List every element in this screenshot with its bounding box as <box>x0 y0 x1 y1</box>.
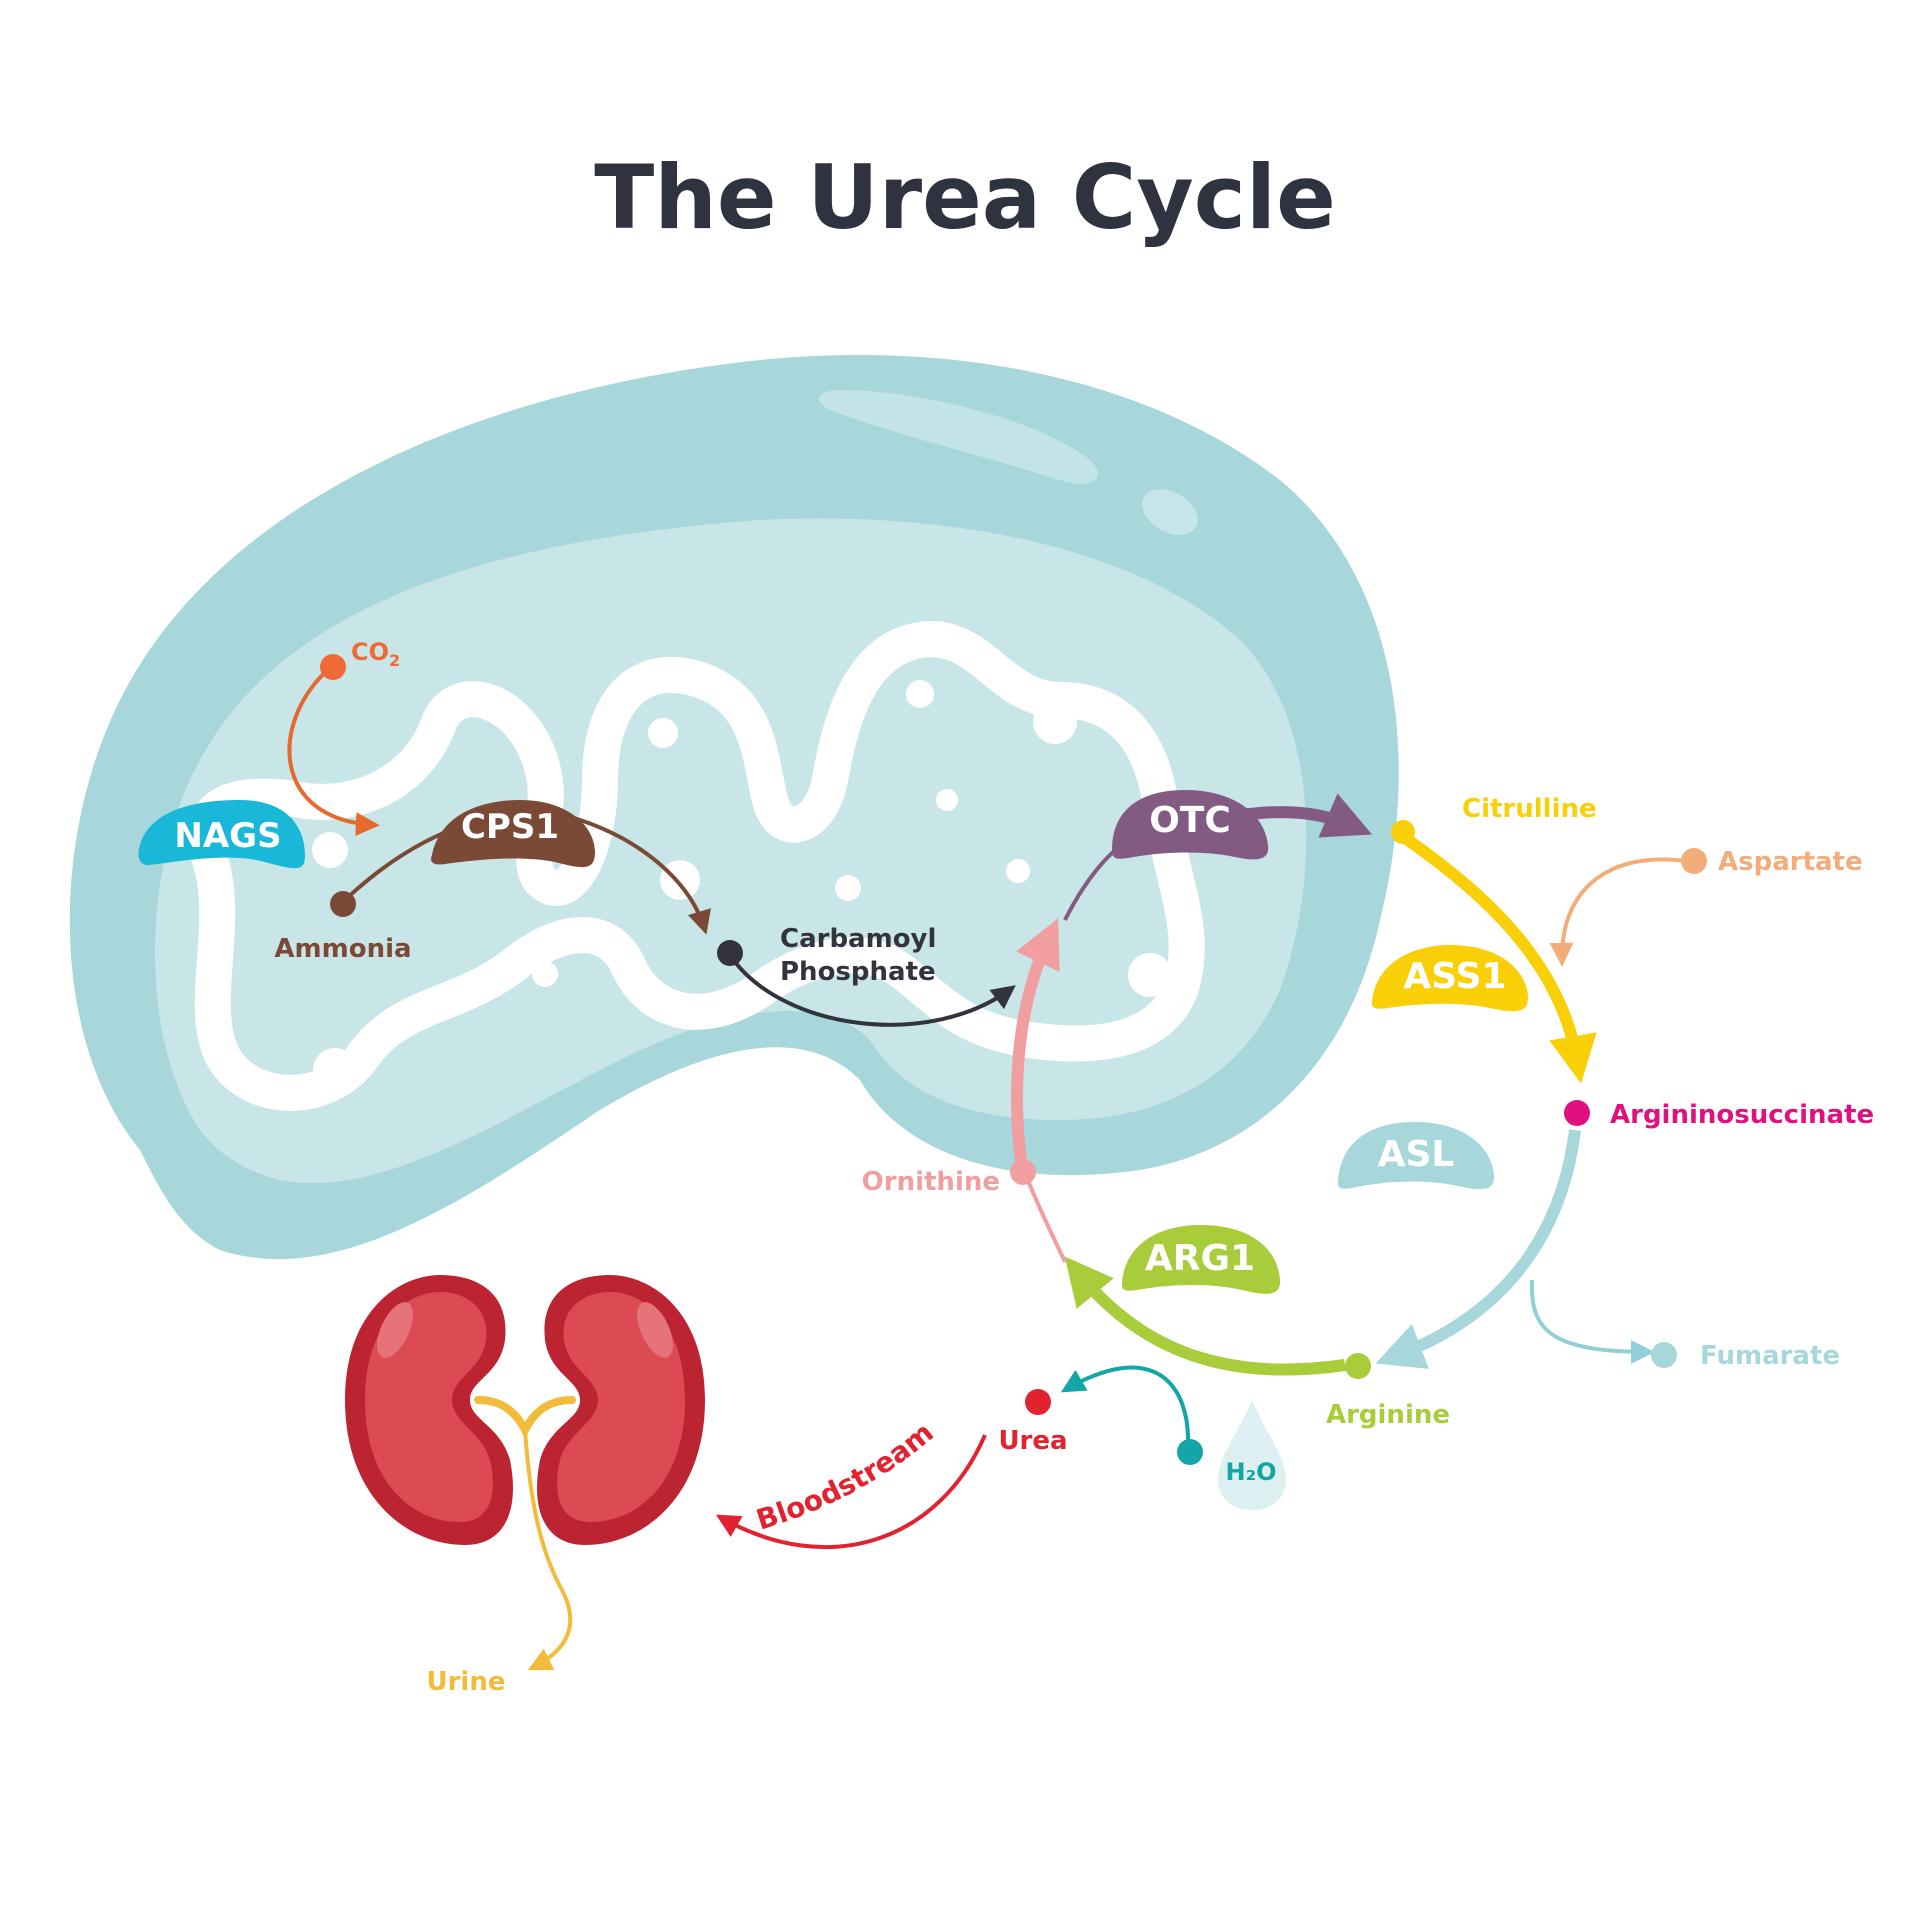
urine-arrow <box>523 1429 573 1671</box>
co2-label-subscript: 2 <box>389 651 400 670</box>
matrix-granule <box>835 875 861 901</box>
carbamoyl-to-otc-arrow <box>728 953 1016 1027</box>
aspartate-to-ass1-arrow <box>1549 857 1693 967</box>
enzyme-nags: NAGS <box>138 800 305 869</box>
citrulline-dot <box>1391 820 1415 844</box>
metabolites: CO2 Ammonia Carbamoyl Phosphate Citrulli… <box>274 638 1874 1510</box>
bloodstream-label: Bloodstream <box>752 1416 939 1537</box>
citrulline-to-argininosuccinate-arrow <box>1401 833 1597 1084</box>
matrix-granule <box>906 680 934 708</box>
water-label: H₂O <box>1226 1458 1277 1486</box>
enzymes: NAGS CPS1 OTC ASS1 ASL ARG1 <box>138 790 1528 1294</box>
co2-label-main: CO <box>351 638 389 666</box>
node-urea: Urea <box>998 1389 1068 1456</box>
matrix-granule <box>660 860 700 900</box>
node-citrulline: Citrulline <box>1391 794 1597 844</box>
mitochondrion-highlight <box>819 390 1099 484</box>
fumarate-label: Fumarate <box>1700 1341 1840 1371</box>
carbamoyl-phosphate-label-line2: Phosphate <box>780 957 936 987</box>
mitochondrion-highlight-dot <box>1142 489 1198 535</box>
arginine-dot <box>1345 1353 1371 1379</box>
citrulline-label: Citrulline <box>1462 794 1597 824</box>
matrix-granule <box>1006 859 1030 883</box>
fumarate-dot <box>1651 1342 1677 1368</box>
kidneys <box>345 1275 705 1671</box>
enzyme-asl-shape <box>1337 1122 1495 1190</box>
enzyme-otc-shape <box>1112 790 1269 860</box>
enzyme-cps1: CPS1 <box>431 800 595 868</box>
enzyme-otc-label: OTC <box>1149 800 1231 841</box>
left-kidney-highlight <box>377 1302 413 1358</box>
matrix-granule <box>532 961 558 987</box>
aspartate-label: Aspartate <box>1718 847 1863 877</box>
arginine-to-ornithine-arrow <box>1064 1256 1346 1376</box>
urea-dot <box>1025 1389 1051 1415</box>
carbamoyl-phosphate-dot <box>717 940 743 966</box>
urea-label: Urea <box>998 1426 1067 1456</box>
matrix-granule <box>313 1048 357 1092</box>
aspartate-dot <box>1681 848 1707 874</box>
left-kidney <box>345 1275 513 1545</box>
arginine-label: Arginine <box>1326 1400 1450 1430</box>
node-argininosuccinate: Argininosuccinate <box>1564 1100 1874 1130</box>
reaction-arrows <box>287 666 1693 1550</box>
matrix-granule <box>312 832 348 868</box>
enzyme-arg1: ARG1 <box>1121 1225 1281 1294</box>
matrix-granule <box>936 789 958 811</box>
bloodstream-label-path: Bloodstream <box>752 1416 939 1537</box>
enzyme-ass1-label: ASS1 <box>1403 956 1506 997</box>
enzyme-cps1-label: CPS1 <box>461 807 559 847</box>
argininosuccinate-dot <box>1564 1100 1590 1126</box>
water-drop-icon <box>1218 1400 1286 1510</box>
node-ornithine: Ornithine <box>862 1159 1036 1197</box>
enzyme-ass1-shape <box>1371 945 1528 1012</box>
ornithine-to-otc-arrow <box>1011 918 1060 1171</box>
argininosuccinate-label: Argininosuccinate <box>1610 1100 1874 1130</box>
enzyme-arg1-shape <box>1121 1225 1281 1294</box>
urine-label: Urine <box>427 1667 506 1697</box>
ammonia-label: Ammonia <box>274 934 411 964</box>
ureter <box>474 1396 576 1439</box>
water-to-urea-arrow <box>1060 1365 1191 1447</box>
right-kidney-highlight <box>637 1302 673 1358</box>
asl-to-fumarate-arrow <box>1529 1279 1655 1364</box>
matrix-granule <box>648 718 678 748</box>
node-arginine: Arginine <box>1326 1353 1450 1430</box>
argininosuccinate-to-arginine-arrow <box>1375 1129 1581 1369</box>
node-fumarate: Fumarate <box>1651 1341 1840 1371</box>
co2-label: CO2 <box>351 638 400 670</box>
carbamoyl-phosphate-label-line1: Carbamoyl <box>780 924 936 954</box>
enzyme-otc: OTC <box>1112 790 1269 860</box>
node-water: H₂O <box>1177 1400 1286 1510</box>
node-carbamoyl-phosphate: Carbamoyl Phosphate <box>717 924 936 987</box>
enzyme-asl-label: ASL <box>1378 1134 1455 1175</box>
enzyme-nags-label: NAGS <box>174 816 281 856</box>
page-title: The Urea Cycle <box>594 146 1336 249</box>
enzyme-ass1: ASS1 <box>1371 945 1528 1012</box>
bloodstream-arrow <box>715 1434 987 1550</box>
co2-to-nags-arrow <box>287 666 380 837</box>
ornithine-label: Ornithine <box>862 1167 1000 1197</box>
node-co2: CO2 <box>320 638 400 680</box>
ammonia-dot <box>330 891 356 917</box>
matrix-granule <box>1033 700 1077 744</box>
co2-dot <box>320 654 346 680</box>
right-kidney <box>537 1275 705 1545</box>
enzyme-arg1-label: ARG1 <box>1145 1238 1255 1279</box>
ornithine-dot <box>1010 1159 1036 1185</box>
node-ammonia: Ammonia <box>274 891 412 964</box>
enzyme-nags-shape <box>138 800 305 869</box>
enzyme-cps1-shape <box>431 800 595 868</box>
enzyme-asl: ASL <box>1337 1122 1495 1190</box>
water-dot <box>1177 1439 1203 1465</box>
matrix-granules <box>312 680 1172 1092</box>
node-aspartate: Aspartate <box>1681 847 1863 877</box>
matrix-granule <box>1128 953 1172 997</box>
